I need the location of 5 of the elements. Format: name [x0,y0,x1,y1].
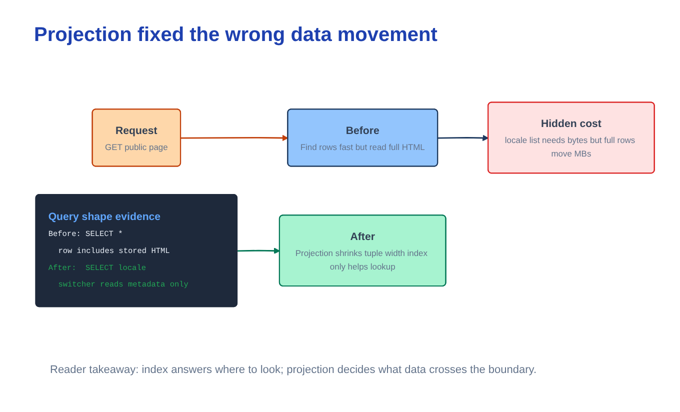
arrow [180,134,288,142]
arrow [238,248,280,254]
diagram-title: Projection fixed the wrong data movement [34,24,438,47]
arrow [438,134,489,142]
caption: Reader takeaway: index answers where to look; projection decides what data crosses the boundary. [50,364,537,376]
